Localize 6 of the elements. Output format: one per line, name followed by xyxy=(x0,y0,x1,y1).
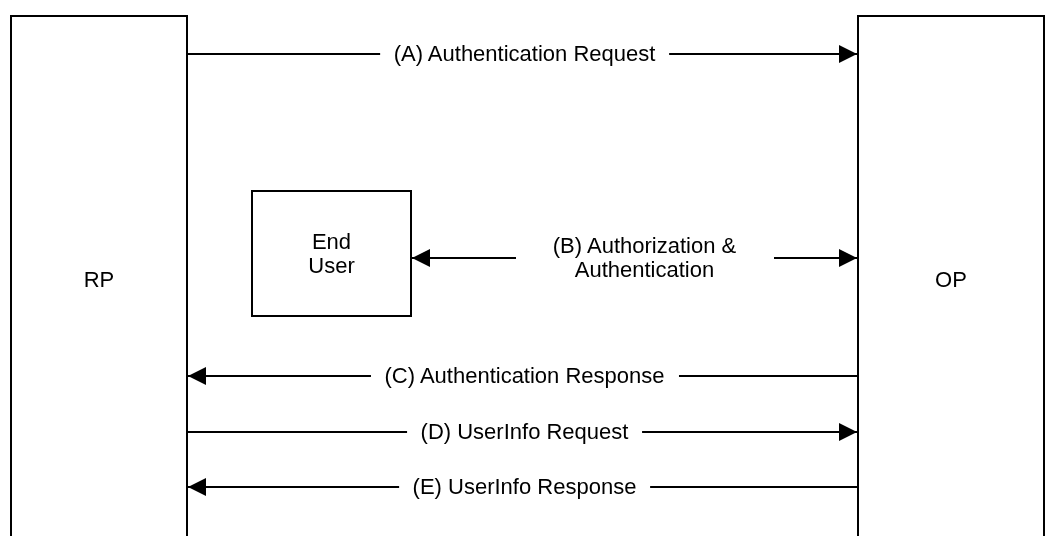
participant-box xyxy=(857,15,1045,536)
node-label: End User xyxy=(307,230,356,277)
node-label: RP xyxy=(83,268,115,292)
actor-box xyxy=(251,190,412,317)
node-label: OP xyxy=(935,268,967,292)
participant-box xyxy=(10,15,188,536)
